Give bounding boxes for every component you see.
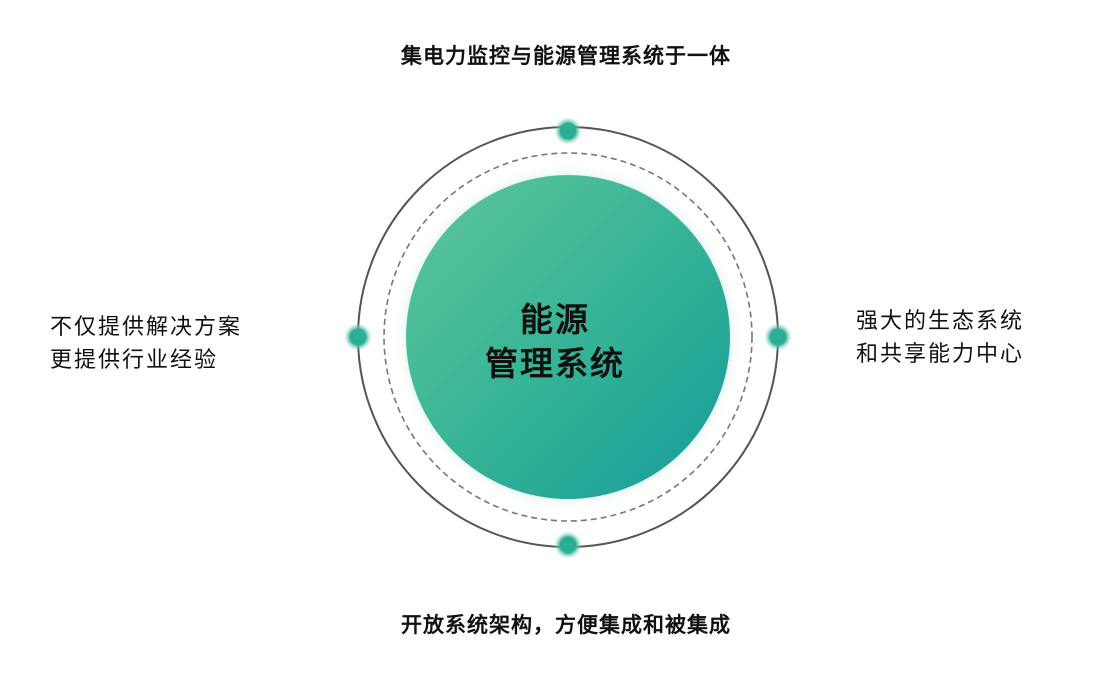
inner-dashed-ring <box>383 152 753 522</box>
center-label-line-1: 能源 <box>520 300 590 339</box>
node-right <box>770 329 786 345</box>
left-caption: 不仅提供解决方案 更提供行业经验 <box>50 311 242 377</box>
right-caption-line-2: 和共享能力中心 <box>856 342 1025 367</box>
node-top <box>560 123 576 139</box>
right-caption-line-1: 强大的生态系统 <box>856 309 1025 334</box>
right-caption: 强大的生态系统 和共享能力中心 <box>856 305 1024 371</box>
left-caption-line-2: 更提供行业经验 <box>50 348 219 373</box>
node-left <box>350 329 366 345</box>
center-disc <box>406 175 730 499</box>
center-label-line-2: 管理系统 <box>485 344 625 383</box>
left-caption-line-1: 不仅提供解决方案 <box>50 315 243 340</box>
bottom-caption: 开放系统架构，方便集成和被集成 <box>401 613 731 637</box>
node-bottom <box>560 537 576 553</box>
top-caption: 集电力监控与能源管理系统于一体 <box>401 44 731 68</box>
center-label: 能源 管理系统 <box>430 298 680 386</box>
